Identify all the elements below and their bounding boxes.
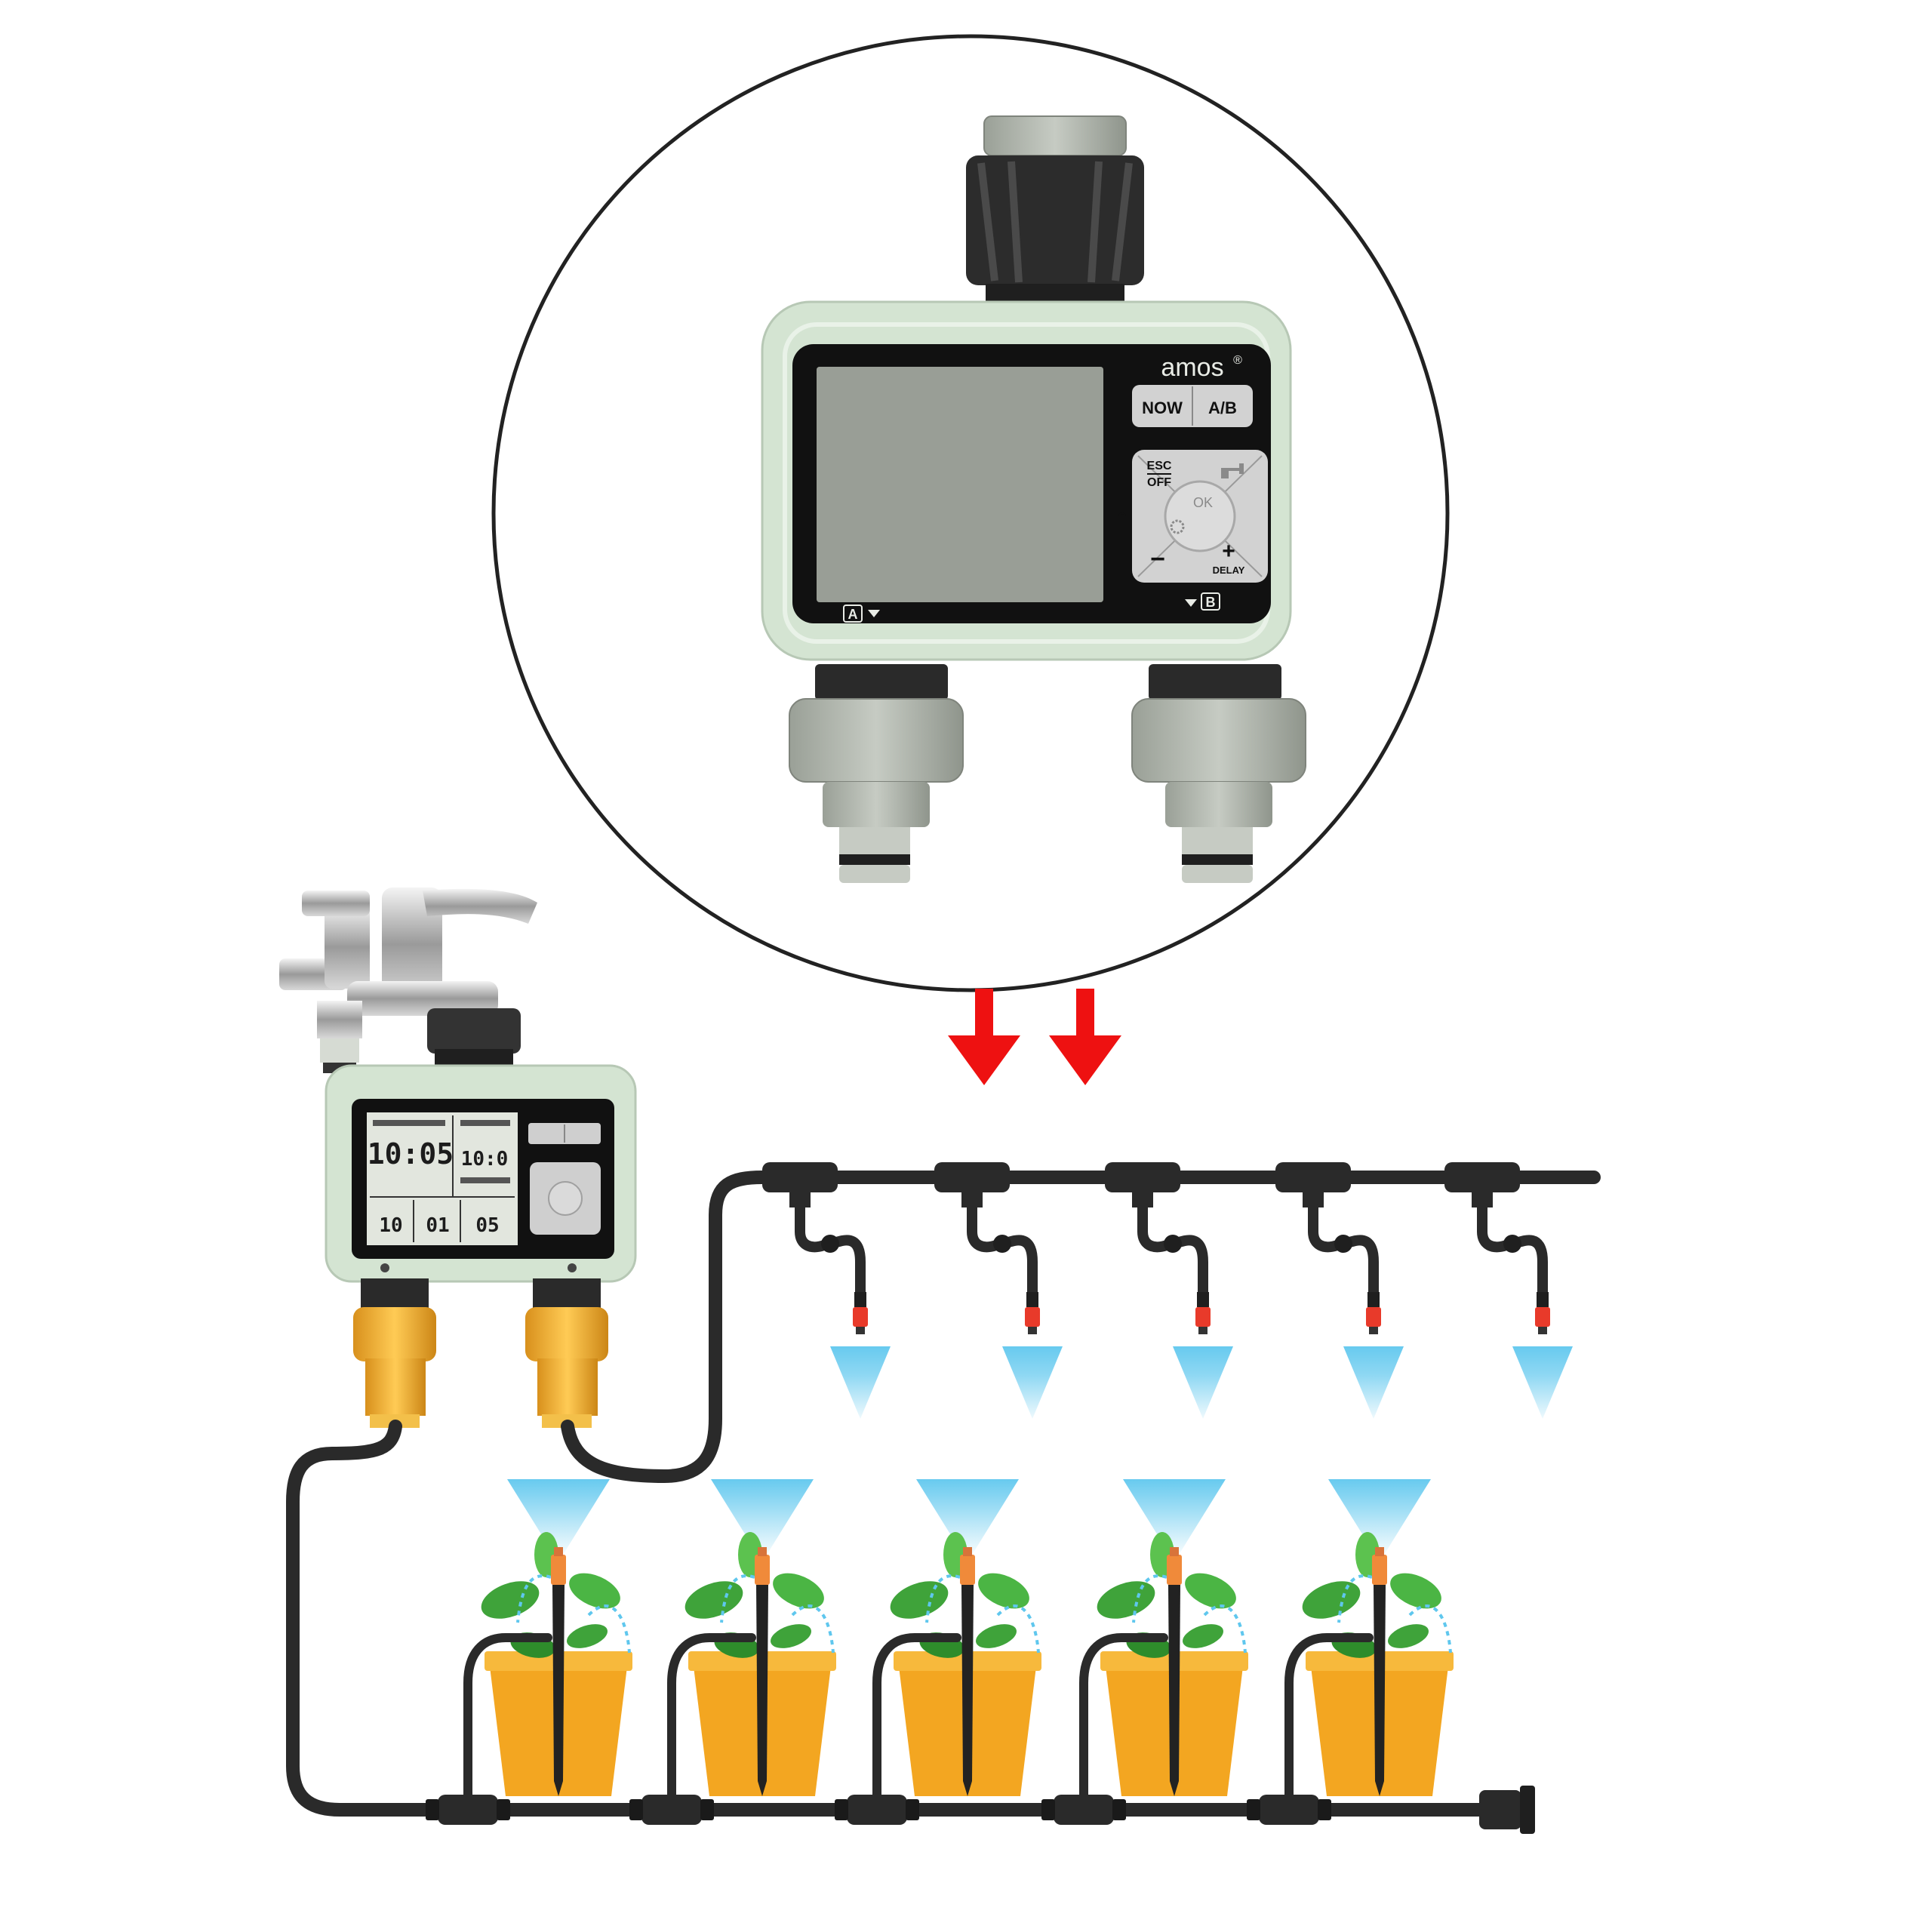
mist-nozzle-2 <box>934 1162 1063 1419</box>
potted-plant-2 <box>629 1479 836 1825</box>
upper-feed-tube <box>561 1171 1601 1484</box>
control-pad <box>1132 450 1268 583</box>
lcd-bottom-3: 05 <box>475 1214 499 1237</box>
lock-icon <box>1115 487 1128 558</box>
arrow-down-icon-2 <box>1049 989 1121 1085</box>
now-button[interactable]: NOW <box>1142 398 1183 417</box>
delay-label: DELAY <box>1213 565 1245 576</box>
timer-body: amos ® NOW A/B ESC OFF OK <box>761 300 1292 661</box>
upper-nozzle-row <box>762 1162 1573 1419</box>
lcd-right-top: 10:0 <box>461 1148 509 1171</box>
outlet-b-indicator: B <box>1185 592 1220 611</box>
ab-button[interactable]: A/B <box>1208 398 1237 417</box>
esc-label: ESC <box>1147 460 1172 472</box>
lower-pot-row <box>426 1479 1454 1825</box>
outlet-connector-b <box>1131 664 1306 883</box>
lcd-bottom-1: 10 <box>379 1214 402 1237</box>
mist-nozzle-3 <box>1105 1162 1233 1419</box>
lower-tube-end-plug <box>1479 1786 1535 1834</box>
ok-button[interactable]: OK <box>1170 495 1213 534</box>
brand-logo: amos <box>1161 353 1223 382</box>
inlet-connector <box>966 115 1144 306</box>
potted-plant-5 <box>1247 1479 1454 1825</box>
lcd-bottom-2: 01 <box>426 1214 449 1237</box>
ab-button-label: A/B <box>1208 398 1237 417</box>
outlet-b-dot-icon <box>568 1263 577 1272</box>
ok-label: OK <box>1193 495 1213 510</box>
gear-icon <box>1170 519 1185 534</box>
lower-feed-tube <box>286 1420 1509 1817</box>
outlet-a-label: A <box>848 607 858 622</box>
minus-label: − <box>1150 545 1165 574</box>
minus-button[interactable]: − <box>1150 545 1165 574</box>
brand-registered-mark: ® <box>1233 354 1242 367</box>
mist-nozzle-5 <box>1444 1162 1573 1419</box>
lcd-screen <box>817 367 1103 602</box>
potted-plant-1 <box>426 1479 632 1825</box>
small-timer: 10:05 10:0 10 01 05 <box>325 1008 637 1283</box>
plus-label: + <box>1222 539 1235 564</box>
now-button-label: NOW <box>1142 398 1183 417</box>
outlet-a-indicator: A <box>843 605 880 623</box>
faucet-manual-button[interactable] <box>1221 463 1244 478</box>
outlet-b-label: B <box>1206 595 1216 610</box>
arrow-down-icon-1 <box>948 989 1020 1085</box>
triangle-down-icon <box>868 610 880 617</box>
small-timer-connector-b <box>525 1278 608 1428</box>
potted-plant-4 <box>1041 1479 1248 1825</box>
esc-off-button[interactable]: ESC OFF <box>1147 460 1172 489</box>
triangle-down-icon <box>1185 599 1197 607</box>
outlet-connector-a <box>789 664 964 883</box>
mist-nozzle-4 <box>1275 1162 1404 1419</box>
potted-plant-3 <box>835 1479 1041 1825</box>
small-timer-connector-a <box>353 1278 436 1428</box>
plus-delay-button[interactable]: + DELAY <box>1213 539 1245 576</box>
off-label: OFF <box>1147 476 1171 489</box>
outlet-a-dot-icon <box>380 1263 389 1272</box>
mist-nozzle-1 <box>762 1162 891 1419</box>
water-faucet <box>279 888 537 1073</box>
faucet-icon <box>1221 463 1244 478</box>
lcd-time: 10:05 <box>368 1137 454 1171</box>
